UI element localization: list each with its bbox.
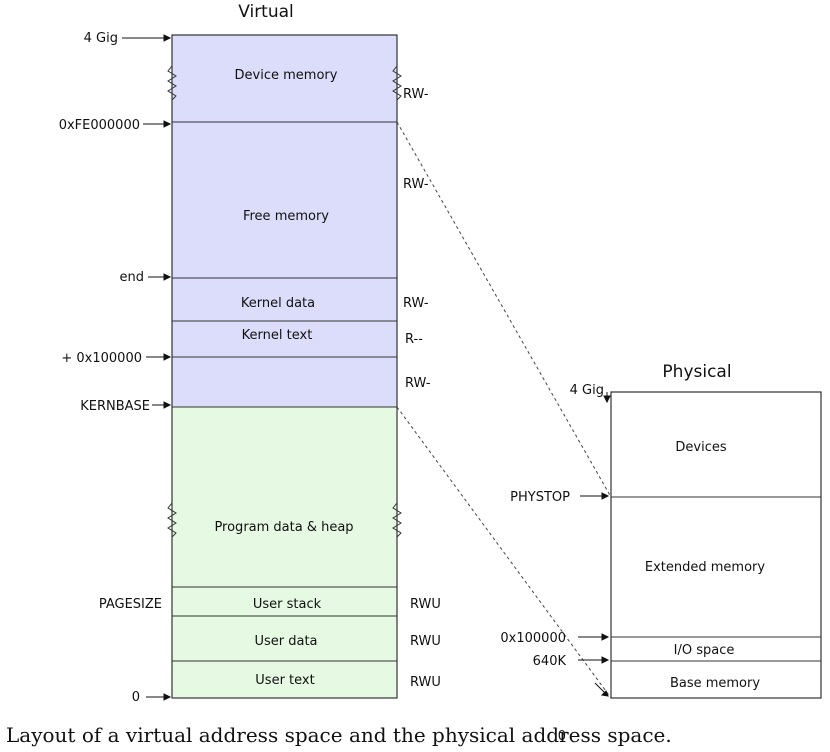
arrow-4gig: [163, 34, 172, 42]
region-kernel-text: Kernel text: [242, 328, 313, 343]
squiggle-left-mid: [167, 502, 177, 538]
addr-zero: 0: [132, 690, 140, 705]
squiggle-left-top: [167, 65, 177, 101]
squiggle-right-top: [392, 65, 402, 101]
arrow-phys-4gig: [603, 395, 611, 404]
virtual-column-border: [171, 34, 398, 699]
addr-pagesize: PAGESIZE: [99, 597, 162, 612]
addr-end: end: [120, 270, 145, 285]
physical-title: Physical: [662, 362, 731, 382]
perm-free-memory: RW-: [403, 177, 429, 192]
region-devices: Devices: [675, 440, 726, 455]
arrow-phystop: [601, 492, 610, 500]
region-program-heap: Program data & heap: [214, 520, 353, 535]
region-user-text: User text: [255, 673, 314, 688]
addr-fe000000: 0xFE000000: [59, 118, 140, 133]
arrow-fe000000: [163, 120, 172, 128]
arrow-phys-100000: [601, 633, 610, 641]
arrow-100000: [163, 353, 172, 361]
virtual-kernel-area: [172, 35, 397, 407]
region-user-stack: User stack: [253, 597, 322, 612]
arrow-kernbase: [163, 401, 172, 409]
arrow-phys-zero: [600, 690, 609, 697]
phys-addr-zero: 0: [558, 729, 566, 744]
physical-column: [610, 391, 822, 699]
arrow-end: [163, 273, 172, 281]
perm-kernel-data: RW-: [403, 296, 429, 311]
figure-caption: Layout of a virtual address space and th…: [6, 723, 672, 747]
phys-addr-100000: 0x100000: [500, 631, 566, 646]
mapping-line-base: [396, 406, 612, 699]
region-device-memory: Device memory: [235, 68, 338, 83]
region-base-memory: Base memory: [670, 676, 760, 691]
perm-user-data: RWU: [410, 634, 441, 649]
mapping-line-devices: [396, 121, 612, 498]
addr-4gig: 4 Gig: [84, 31, 118, 46]
perm-kernel-text: R--: [405, 332, 423, 347]
region-kernel-data: Kernel data: [241, 296, 315, 311]
phys-addr-4gig: 4 Gig: [570, 383, 604, 398]
region-io-space: I/O space: [674, 643, 735, 658]
perm-kernel-low: RW-: [405, 376, 431, 391]
perm-device-memory: RW-: [403, 87, 429, 102]
virtual-user-area: [172, 407, 397, 698]
region-extended-memory: Extended memory: [645, 560, 765, 575]
arrow-640k: [601, 656, 610, 664]
addr-100000: + 0x100000: [61, 351, 142, 366]
phys-addr-phystop: PHYSTOP: [510, 490, 570, 505]
addr-kernbase: KERNBASE: [80, 399, 150, 414]
perm-user-text: RWU: [410, 675, 441, 690]
perm-user-stack: RWU: [410, 597, 441, 612]
region-user-data: User data: [254, 634, 317, 649]
phys-addr-640k: 640K: [533, 654, 567, 669]
squiggle-right-mid: [392, 502, 402, 538]
arrow-zero: [163, 693, 172, 701]
virtual-title: Virtual: [238, 2, 294, 22]
region-free-memory: Free memory: [243, 209, 329, 224]
